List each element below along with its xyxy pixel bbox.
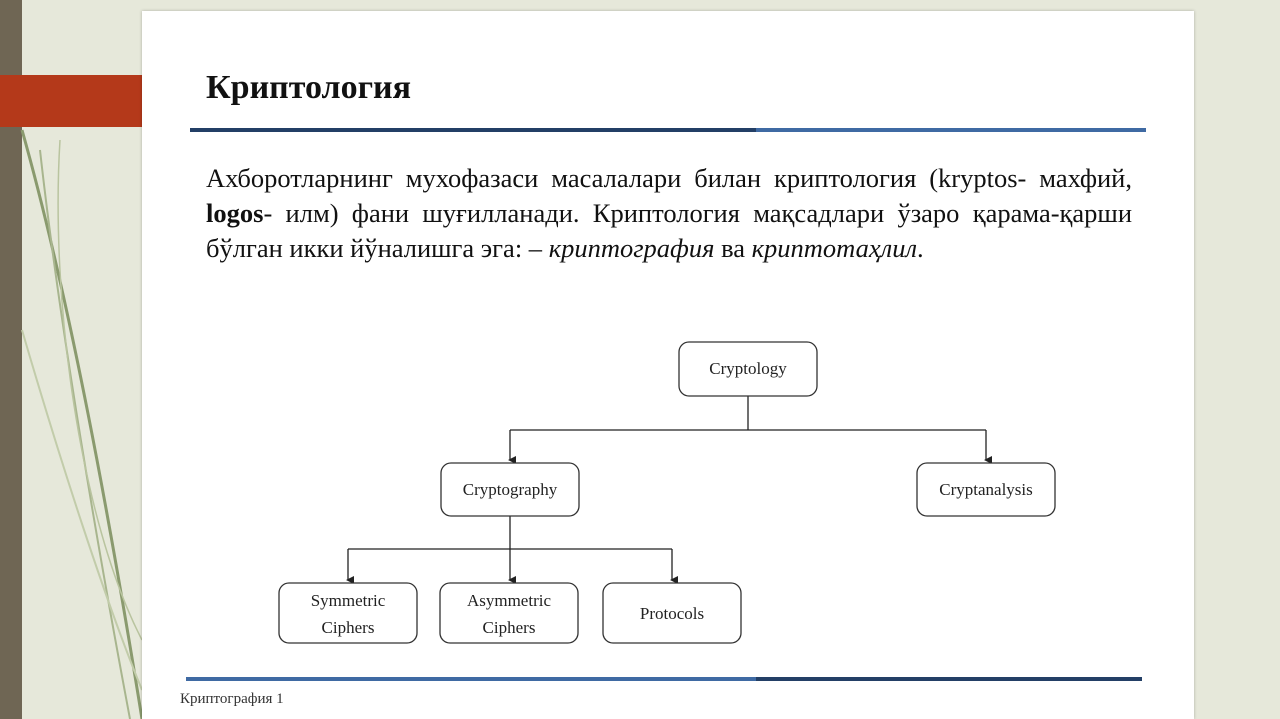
node-asymmetric-ciphers: Asymmetric Ciphers xyxy=(439,582,579,644)
node-symmetric-ciphers: Symmetric Ciphers xyxy=(278,582,418,644)
bold-term: logos xyxy=(206,198,264,228)
node-cryptanalysis: Cryptanalysis xyxy=(916,462,1056,517)
accent-bar xyxy=(0,75,142,127)
slide-title: Криптология xyxy=(206,69,412,106)
node-symmetric-label-line2: Ciphers xyxy=(322,618,375,637)
footer-label: Криптография 1 xyxy=(180,691,284,707)
node-protocols-label: Protocols xyxy=(640,604,704,623)
italic-term-cryptanalysis: криптотаҳлил xyxy=(751,233,918,263)
node-cryptography-label: Cryptography xyxy=(463,480,558,499)
title-divider xyxy=(190,128,1146,132)
italic-term-cryptography: криптография xyxy=(548,233,715,263)
intro-paragraph: Ахборотларнинг мухофазаси масалалари бил… xyxy=(206,163,1132,263)
node-cryptography: Cryptography xyxy=(440,462,580,517)
node-symmetric-label-line1: Symmetric xyxy=(311,591,386,610)
diagram-connectors xyxy=(346,396,992,584)
decorative-curves xyxy=(20,129,142,719)
node-cryptology: Cryptology xyxy=(678,341,818,397)
left-decor-stripe xyxy=(0,0,22,719)
node-asymmetric-label-line1: Asymmetric xyxy=(467,591,551,610)
node-cryptology-label: Cryptology xyxy=(709,359,787,378)
footer-divider xyxy=(186,677,1142,681)
cryptology-tree-diagram: Cryptology Cryptography Cryptanalysis Sy… xyxy=(278,341,1056,644)
node-protocols: Protocols xyxy=(602,582,742,644)
node-cryptanalysis-label: Cryptanalysis xyxy=(939,480,1033,499)
node-asymmetric-label-line2: Ciphers xyxy=(483,618,536,637)
slide-card: Криптология Ахборотларнинг мухофазаси ма… xyxy=(142,11,1194,719)
